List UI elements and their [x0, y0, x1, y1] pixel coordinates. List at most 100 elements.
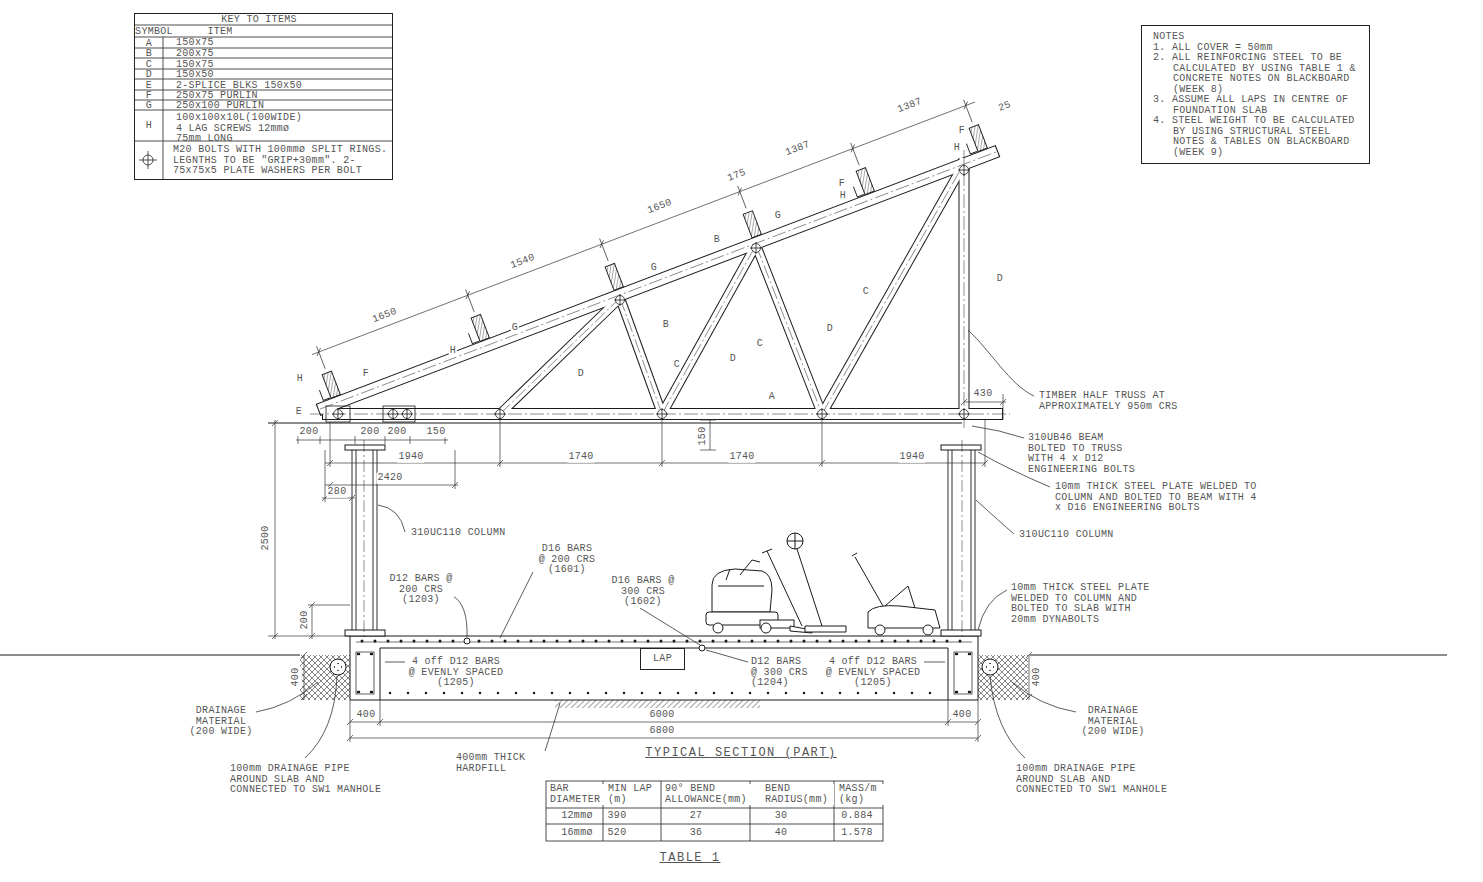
table-cell: 1.578 — [840, 828, 874, 839]
table-cell: 16mmø — [560, 828, 594, 839]
callout-text: D16 BARS @ 300 CRS (1602) — [610, 576, 676, 608]
purlins — [743, 211, 761, 238]
key-cell-text: A — [146, 38, 152, 49]
purlins — [468, 331, 478, 344]
dimension-lines — [347, 700, 981, 742]
note-text: 2. ALL REINFORCING STEEL TO BE CALCULATE… — [1153, 53, 1365, 95]
dimension-lines — [848, 142, 862, 167]
dimension-lines — [327, 460, 988, 466]
member-letter: F — [958, 126, 966, 137]
dimension: 1650 — [370, 306, 399, 326]
key-table-grid — [139, 151, 157, 169]
beam-line — [268, 423, 962, 424]
table-grid — [546, 781, 883, 841]
timber-truss — [500, 298, 620, 414]
callout-text: D12 BARS @ 300 CRS (1204) — [750, 657, 814, 689]
dimension: 400 — [291, 667, 302, 688]
dimension: 200 — [387, 427, 408, 438]
dimension: 280 — [327, 487, 348, 498]
leader-lines — [640, 608, 700, 645]
steel-columns — [345, 445, 385, 450]
steel-columns — [941, 630, 981, 636]
callout-text: DRAINAGE MATERIAL (200 WIDE) — [1078, 706, 1148, 738]
leader-lines — [500, 572, 533, 638]
member-letter: B — [662, 320, 670, 331]
steel-columns — [345, 440, 981, 640]
foundation-slab — [350, 636, 978, 708]
garden-equipment — [718, 560, 764, 586]
purlins — [856, 168, 874, 195]
garden-equipment — [713, 623, 723, 633]
timber-truss — [620, 298, 662, 414]
key-cell-text: 2-SPLICE BLKS 150x50 — [176, 81, 302, 92]
callout-text: 310UC110 COLUMN — [410, 528, 507, 539]
key-cell-text: G — [146, 101, 152, 112]
foundation-slab — [380, 648, 948, 700]
key-cell-text: M20 BOLTS WITH 100mmø SPLIT RINGS. LEGNT… — [173, 145, 392, 177]
beam-line — [268, 423, 962, 424]
member-letter: A — [768, 392, 776, 403]
member-letter: D — [729, 354, 737, 365]
dimension-lines — [597, 237, 611, 262]
steel-columns — [948, 450, 975, 632]
note-text: 3. ASSUME ALL LAPS IN CENTRE OF FOUNDATI… — [1153, 95, 1365, 116]
leader-lines — [545, 703, 560, 751]
table-cell: BEND RADIUS(mm) — [764, 784, 834, 805]
dimension: 25 — [996, 99, 1013, 114]
garden-equipment — [712, 569, 772, 612]
dimension-lines — [322, 450, 355, 502]
dimension-lines — [325, 450, 458, 489]
dimension-lines — [312, 102, 975, 355]
key-cell-text: KEY TO ITEMS — [221, 15, 297, 26]
leader-lines — [990, 676, 1025, 758]
purlins — [315, 371, 341, 401]
key-cell-text: 200x75 — [176, 49, 214, 60]
dimension: 1940 — [397, 452, 424, 463]
table-title: TABLE 1 — [659, 851, 722, 865]
bolts — [332, 164, 970, 420]
member-letter: G — [650, 263, 658, 274]
foundation-slab — [350, 636, 978, 700]
key-table-grid — [134, 25, 393, 180]
callout-text: 4 off D12 BARS @ EVENLY SPACED (1205) — [405, 657, 507, 689]
key-cell-text: C — [146, 59, 152, 70]
garden-equipment — [761, 623, 771, 633]
drainage-material — [978, 655, 1028, 700]
key-cell-text: D — [146, 70, 152, 81]
table-cell: 90° BEND ALLOWANCE(mm) — [664, 784, 752, 805]
leader-lines — [972, 426, 1024, 438]
member-letter: B — [713, 235, 721, 246]
dimension: 1740 — [567, 452, 594, 463]
box-label: LAP — [653, 654, 672, 665]
callout-text: D12 BARS @ 200 CRS (1203) — [388, 574, 454, 606]
timber-truss — [756, 245, 822, 414]
steel-columns — [352, 450, 377, 632]
garden-equipment — [797, 549, 822, 626]
purlins — [319, 388, 329, 401]
foundation-slab — [464, 638, 470, 644]
dimension: 1387 — [783, 139, 812, 159]
garden-equipment — [762, 549, 812, 633]
timber-truss — [620, 298, 662, 414]
dimension: 400 — [1032, 667, 1043, 688]
dimension: 1740 — [728, 452, 755, 463]
drainage-material — [982, 659, 998, 675]
key-cell-text: 100x100x10L(100WIDE) 4 LAG SCREWS 12mmø … — [176, 113, 306, 145]
table-cell: 520 — [607, 828, 628, 839]
dimension-lines — [848, 142, 862, 167]
dimension-lines — [961, 99, 975, 124]
member-letter: H — [839, 191, 847, 202]
member-letter: D — [577, 369, 585, 380]
key-cell-text: 150x50 — [176, 70, 214, 81]
foundation-slab — [954, 652, 972, 694]
dimension: 6800 — [648, 726, 675, 737]
table-cell: 40 — [774, 828, 789, 839]
timber-truss — [320, 152, 996, 409]
dimension-lines — [597, 237, 611, 262]
member-letter: H — [953, 143, 961, 154]
foundation-slab — [390, 692, 940, 695]
table-cell: 12mmø — [560, 811, 594, 822]
member-letter: H — [449, 346, 457, 357]
member-letter: E — [295, 407, 303, 418]
